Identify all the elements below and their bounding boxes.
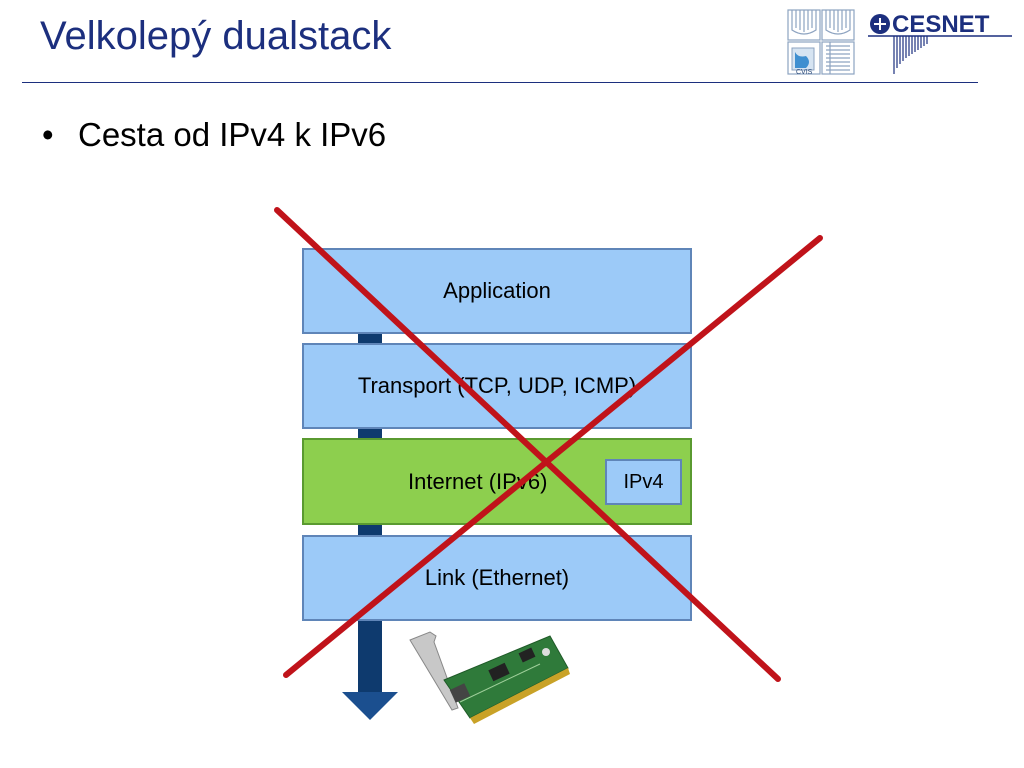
ipv4-label: IPv4 bbox=[623, 470, 664, 493]
cvis-logo-text: CVIS bbox=[796, 69, 813, 76]
bullet-item: • Cesta od IPv4 k IPv6 bbox=[42, 116, 386, 154]
title-divider bbox=[22, 82, 978, 83]
cesnet-logo: CESNET bbox=[868, 11, 1012, 74]
cvis-logo: CVIS bbox=[787, 9, 855, 76]
bullet-text: Cesta od IPv4 k IPv6 bbox=[78, 116, 387, 153]
slide-title: Velkolepý dualstack bbox=[40, 14, 392, 58]
layer-application-label: Application bbox=[443, 278, 551, 303]
bullet-marker: • bbox=[42, 116, 54, 153]
network-card-icon bbox=[409, 631, 570, 724]
layer-link: Link (Ethernet) bbox=[302, 535, 692, 621]
layer-internet-label: Internet (IPv6) bbox=[408, 468, 548, 494]
cesnet-logo-text: CESNET bbox=[892, 11, 990, 38]
layer-transport-label: Transport (TCP, UDP, ICMP) bbox=[357, 373, 637, 398]
ipv4-box: IPv4 bbox=[605, 459, 682, 505]
layer-application: Application bbox=[302, 248, 692, 334]
layer-link-label: Link (Ethernet) bbox=[424, 565, 570, 590]
layer-transport: Transport (TCP, UDP, ICMP) bbox=[302, 343, 692, 429]
